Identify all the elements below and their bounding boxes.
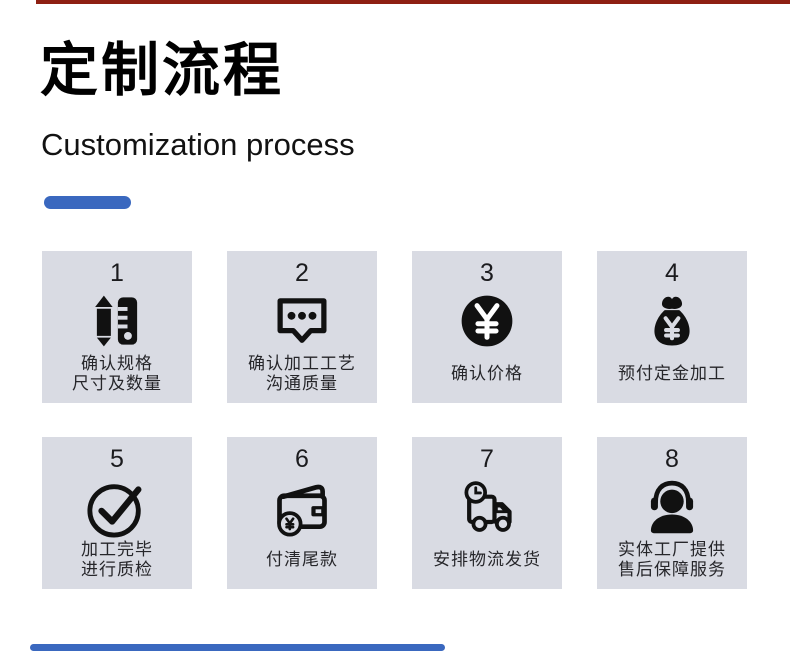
step-number: 2	[295, 259, 309, 287]
step-label: 实体工厂提供售后保障服务	[618, 540, 726, 579]
step-number: 6	[295, 445, 309, 473]
title-underline-bar	[44, 196, 131, 209]
process-step-card: 5 加工完毕进行质检	[42, 437, 192, 589]
step-label: 确认加工工艺沟通质量	[248, 354, 356, 393]
step-label: 确认价格	[451, 364, 523, 383]
process-step-card: 2 确认加工工艺沟通质量	[227, 251, 377, 403]
process-step-card: 1 确认规格尺寸及数量	[42, 251, 192, 403]
process-step-card: 7 安排物流发货	[412, 437, 562, 589]
page-title: 定制流程	[40, 38, 285, 103]
step-label: 付清尾款	[266, 550, 338, 569]
process-step-card: 4 预付定金加工	[597, 251, 747, 403]
money-bag-icon	[643, 289, 701, 353]
yen-coin-icon	[458, 289, 516, 353]
step-label: 安排物流发货	[433, 550, 541, 569]
next-section-edge	[30, 644, 445, 651]
step-number: 1	[110, 259, 124, 287]
process-step-card: 3 确认价格	[412, 251, 562, 403]
pencil-ruler-icon	[89, 289, 145, 353]
step-label: 加工完毕进行质检	[81, 540, 153, 579]
process-step-card: 8 实体工厂提供售后保障服务	[597, 437, 747, 589]
step-number: 4	[665, 259, 679, 287]
chat-bubble-icon	[273, 289, 331, 353]
headset-person-icon	[642, 475, 702, 539]
step-number: 3	[480, 259, 494, 287]
delivery-truck-icon	[456, 475, 518, 539]
step-number: 5	[110, 445, 124, 473]
step-label: 预付定金加工	[618, 364, 726, 383]
step-label: 确认规格尺寸及数量	[72, 354, 162, 393]
check-circle-icon	[85, 475, 149, 539]
wallet-icon	[272, 475, 332, 539]
page-subtitle: Customization process	[41, 127, 355, 162]
step-number: 7	[480, 445, 494, 473]
previous-section-edge	[36, 0, 790, 4]
step-number: 8	[665, 445, 679, 473]
process-step-card: 6 付清尾款	[227, 437, 377, 589]
